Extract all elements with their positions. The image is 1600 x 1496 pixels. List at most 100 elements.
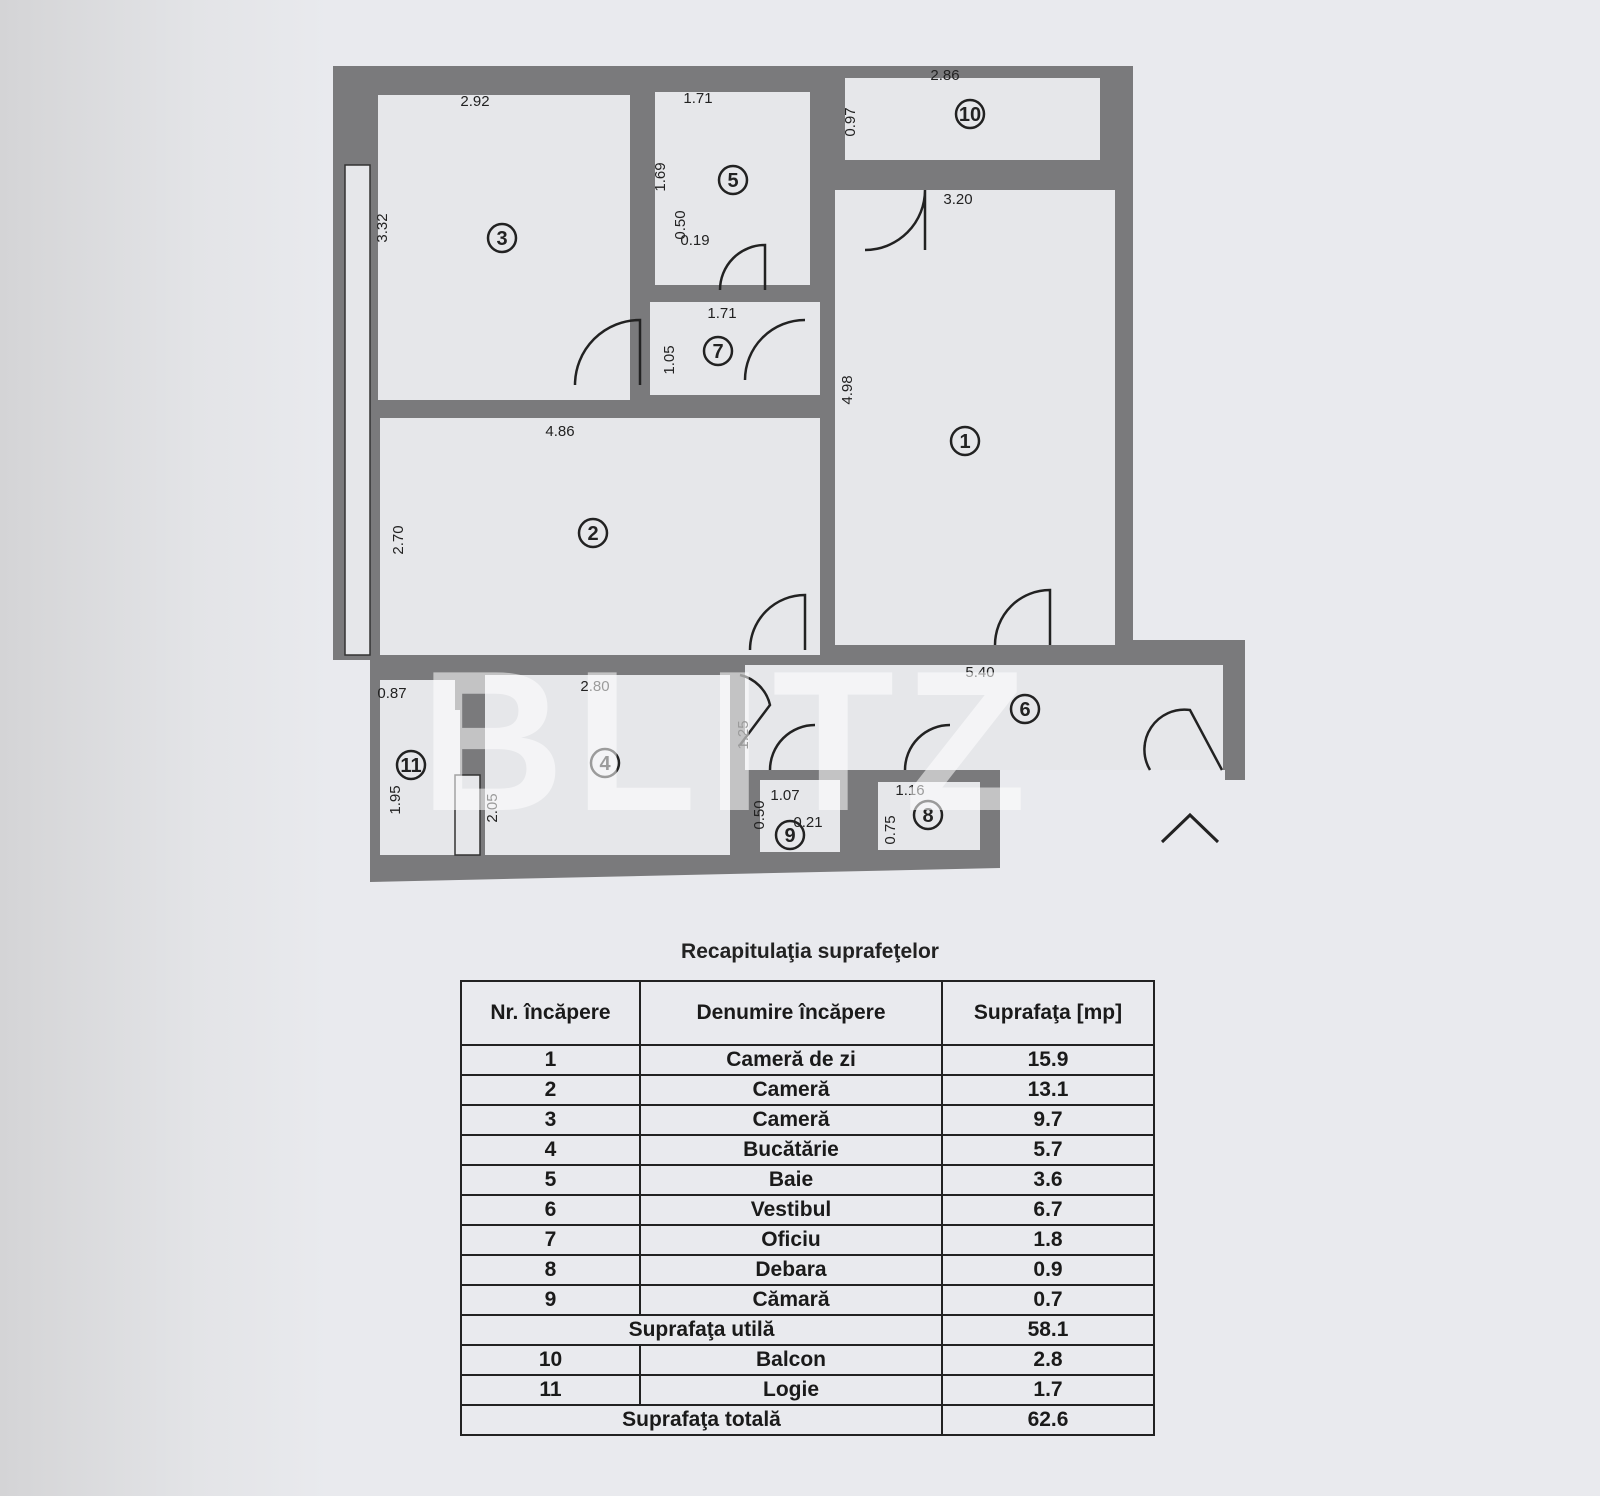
room-number-marker: 2 [577, 517, 609, 549]
dimension-label: 5.40 [965, 664, 994, 681]
cell-area: 6.7 [941, 1194, 1155, 1226]
dimension-label: 1.69 [652, 162, 669, 191]
dimension-label: 4.86 [545, 423, 574, 440]
room-floor [380, 418, 820, 655]
dimension-label: 1.16 [895, 782, 924, 799]
cell-nr: 10 [460, 1344, 641, 1376]
cell-name: Cameră de zi [639, 1044, 943, 1076]
room-number-marker: 10 [954, 98, 986, 130]
cell-area: 5.7 [941, 1134, 1155, 1166]
svg-text:11: 11 [400, 755, 421, 777]
svg-text:5: 5 [727, 170, 738, 192]
door-swing [718, 243, 767, 291]
dimension-label: 2.70 [390, 525, 407, 554]
svg-text:3: 3 [496, 228, 507, 250]
cell-area: 2.8 [941, 1344, 1155, 1376]
doors [573, 189, 1224, 771]
room-floor [378, 95, 630, 400]
total-area-value: 62.6 [941, 1404, 1155, 1436]
svg-text:1: 1 [959, 431, 970, 453]
door-swing [743, 318, 806, 381]
dimension-label: 1.25 [735, 720, 752, 749]
dimension-label: 1.07 [770, 787, 799, 804]
cell-area: 15.9 [941, 1044, 1155, 1076]
room-number-marker: 11 [395, 749, 427, 781]
cell-area: 0.9 [941, 1254, 1155, 1286]
cell-name: Debara [639, 1254, 943, 1286]
total-area-label: Suprafaţa totală [460, 1404, 943, 1436]
room-floor [650, 302, 820, 395]
dimension-label: 2.80 [580, 678, 609, 695]
cell-area: 1.8 [941, 1224, 1155, 1256]
dimension-label: 2.92 [460, 93, 489, 110]
cell-nr: 4 [460, 1134, 641, 1166]
cell-nr: 2 [460, 1074, 641, 1106]
dimension-label: 1.71 [683, 90, 712, 107]
cell-nr: 6 [460, 1194, 641, 1226]
cell-nr: 7 [460, 1224, 641, 1256]
photo-shadow [0, 0, 330, 1496]
watermark: BLITZ [420, 630, 1037, 853]
dimension-label: 0.50 [751, 800, 768, 829]
door-swing [864, 189, 927, 252]
pillar [455, 680, 480, 710]
door-swing [1143, 708, 1224, 771]
room-floor [845, 78, 1100, 160]
room-floor [878, 782, 980, 850]
dimension-label: 4.98 [839, 375, 856, 404]
room-number-marker: 8 [912, 799, 944, 831]
room-floor [760, 780, 840, 852]
entrance-arrow-icon [1160, 812, 1220, 844]
svg-text:2: 2 [587, 523, 598, 545]
cell-name: Bucătărie [639, 1134, 943, 1166]
cell-name: Logie [639, 1374, 943, 1406]
room-number-markers: 1 2 3 4 5 6 7 8 9 10 11 [395, 98, 1041, 851]
room-number-marker: 9 [774, 819, 806, 851]
pillar [1082, 160, 1112, 190]
dimension-label: 1.71 [707, 305, 736, 322]
rooms [344, 78, 1223, 856]
door-swing [903, 723, 951, 771]
dimension-label: 0.19 [680, 232, 709, 249]
dimension-label: 3.32 [374, 213, 391, 242]
dimension-label: 0.97 [842, 107, 859, 136]
cell-area: 1.7 [941, 1374, 1155, 1406]
dimension-label: 0.50 [672, 210, 689, 239]
duct [454, 774, 481, 856]
cell-name: Cameră [639, 1074, 943, 1106]
window [344, 164, 371, 656]
cell-area: 13.1 [941, 1074, 1155, 1106]
room-floor [380, 680, 460, 855]
dimension-label: 2.86 [930, 67, 959, 84]
cell-name: Balcon [639, 1344, 943, 1376]
room-floor [485, 675, 730, 855]
cell-nr: 1 [460, 1044, 641, 1076]
door-swing [768, 723, 816, 771]
dimension-label: 0.87 [377, 685, 406, 702]
svg-text:6: 6 [1019, 699, 1030, 721]
svg-text:7: 7 [712, 341, 723, 363]
cell-name: Oficiu [639, 1224, 943, 1256]
door-swing [993, 588, 1052, 646]
header-name: Denumire încăpere [639, 980, 943, 1046]
dimension-label: 0.75 [882, 815, 899, 844]
header-nr: Nr. încăpere [460, 980, 641, 1046]
svg-text:4: 4 [599, 753, 611, 775]
door-swing [739, 673, 772, 746]
cell-nr: 3 [460, 1104, 641, 1136]
room-floor [655, 92, 810, 285]
table-header-row: Nr. încăpere Denumire încăpere Suprafaţa… [460, 980, 1155, 1046]
useful-area-label: Suprafaţa utilă [460, 1314, 943, 1346]
room-number-marker: 6 [1009, 693, 1041, 725]
